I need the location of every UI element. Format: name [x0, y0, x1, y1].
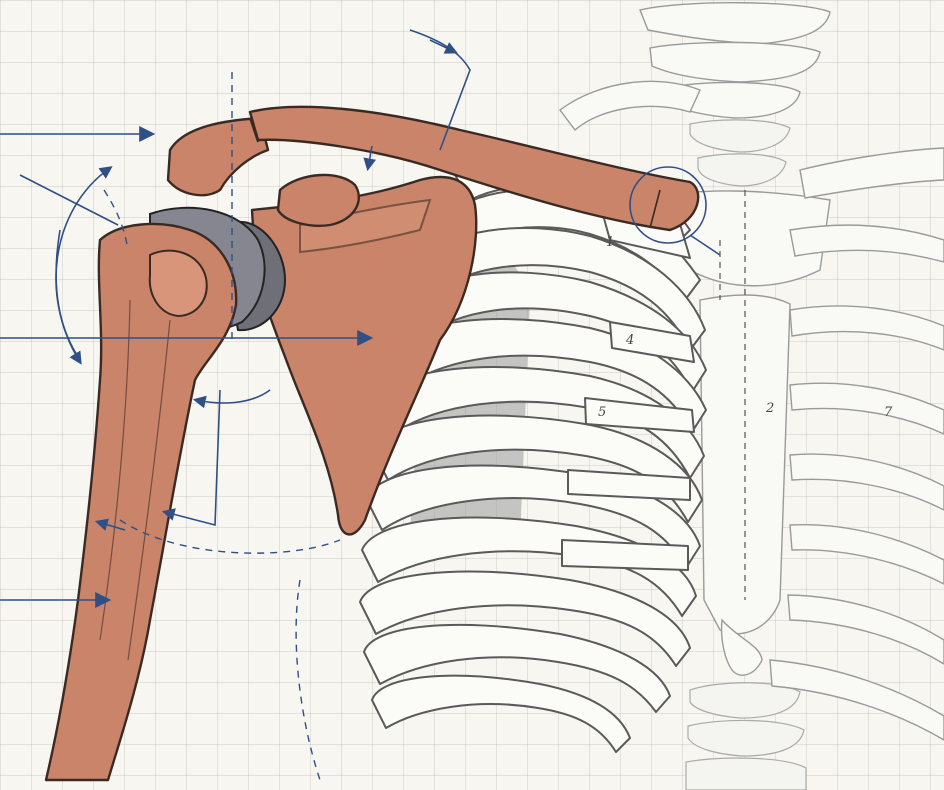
rib-12: [372, 676, 630, 752]
rib-label-7: 7: [884, 405, 893, 420]
arc-abduction-down: [56, 230, 80, 362]
rib-label-2: 2: [765, 401, 774, 416]
rib-label-1: 1: [606, 235, 614, 250]
arc-rotation: [196, 390, 270, 403]
rib-label-4: 4: [625, 333, 634, 348]
rib-label-5: 5: [598, 405, 606, 420]
